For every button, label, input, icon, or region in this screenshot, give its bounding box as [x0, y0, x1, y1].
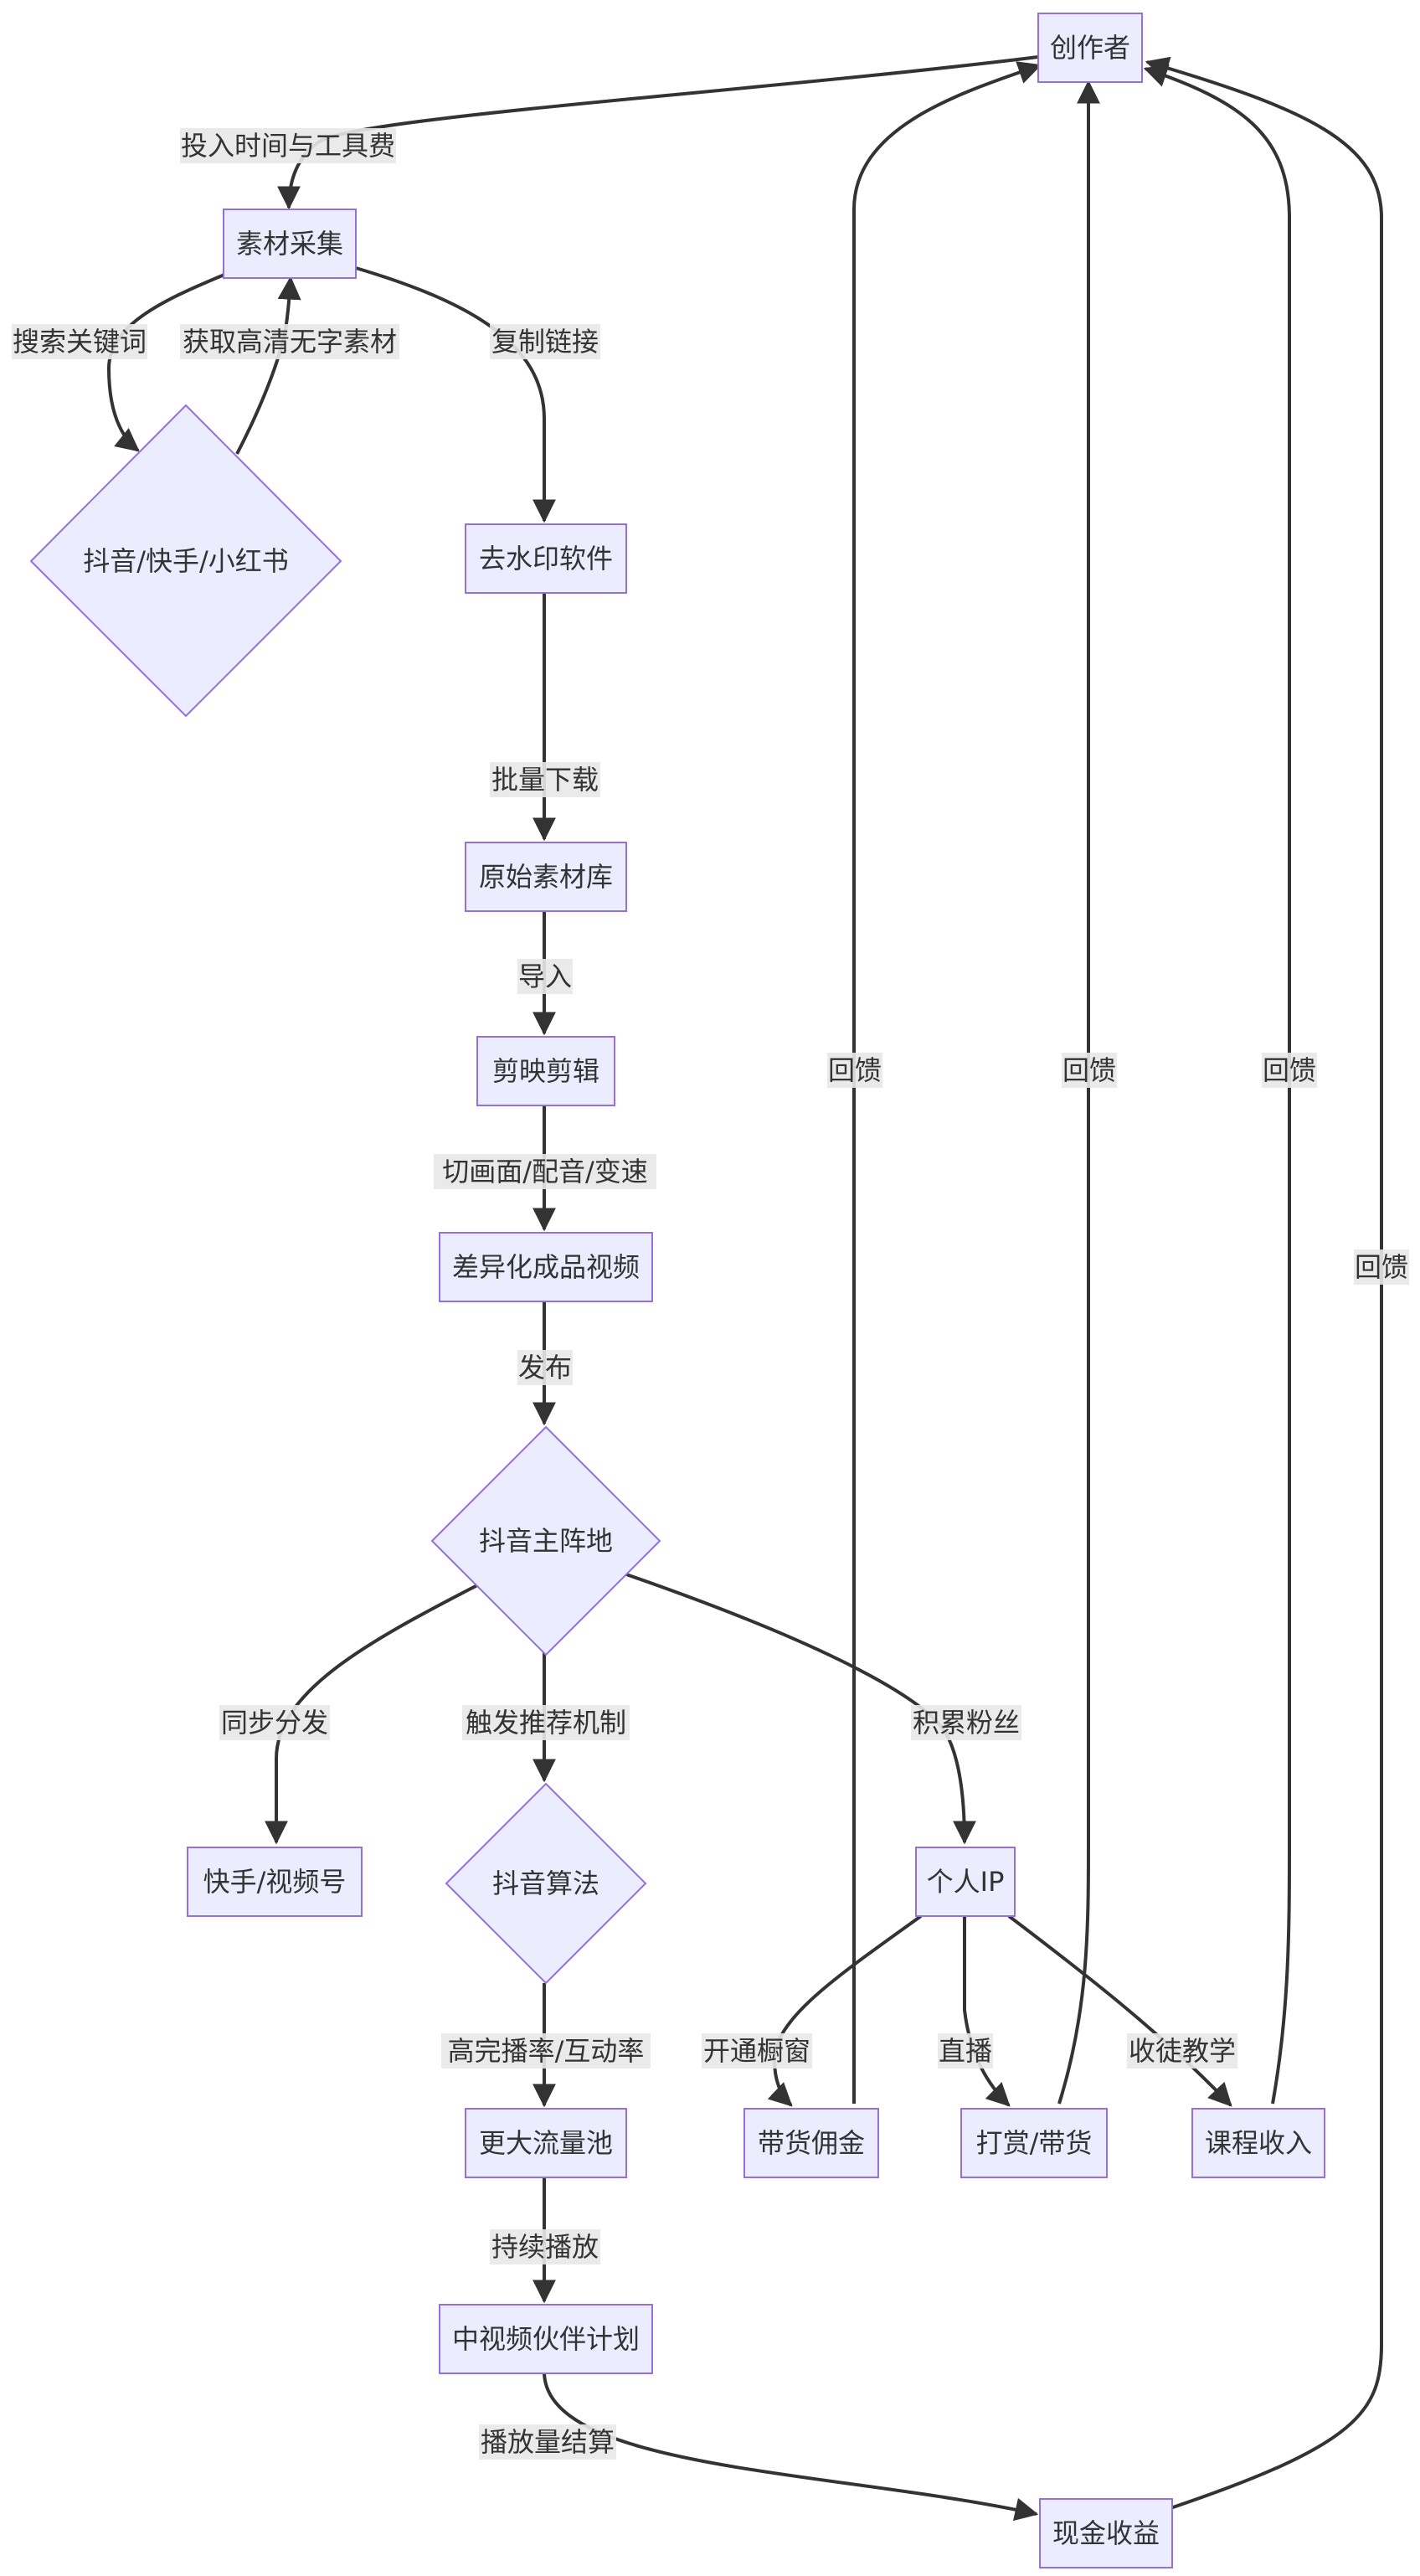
svg-text:搜索关键词: 搜索关键词 [13, 326, 147, 358]
edge-creator-collect [277, 55, 1039, 210]
label-feedback-2: 回馈 [1062, 1053, 1117, 1088]
label-import: 导入 [517, 959, 573, 994]
node-watermark-label: 去水印软件 [479, 543, 613, 574]
node-commission-label: 带货佣金 [758, 2127, 865, 2159]
svg-text:高完播率/互动率: 高完播率/互动率 [448, 2035, 645, 2067]
label-batch-download: 批量下载 [490, 762, 600, 797]
edge-douyin-kuaishou [265, 1584, 478, 1845]
node-kuaishou-wechat[interactable]: 快手/视频号 [187, 1847, 363, 1917]
node-personal-ip-label: 个人IP [927, 1866, 1005, 1898]
edge-ip-tips [963, 1916, 1011, 2107]
edge-partner-cash [543, 2371, 1039, 2522]
label-high-rate: 高完播率/互动率 [441, 2033, 651, 2069]
svg-text:批量下载: 批量下载 [491, 764, 599, 796]
svg-text:同步分发: 同步分发 [221, 1707, 328, 1739]
label-publish: 发布 [517, 1350, 573, 1385]
edge-tips-creator [1057, 80, 1100, 2105]
svg-text:收徒教学: 收徒教学 [1129, 2035, 1236, 2067]
svg-text:回馈: 回馈 [1062, 1054, 1116, 1086]
label-feedback-4: 回馈 [1354, 1249, 1409, 1285]
node-bigger-pool-label: 更大流量池 [479, 2127, 613, 2159]
label-edit-ops: 切画面/配音/变速 [434, 1154, 656, 1189]
svg-text:回馈: 回馈 [1355, 1251, 1408, 1283]
node-bigger-pool[interactable]: 更大流量池 [465, 2108, 627, 2178]
label-showcase: 开通橱窗 [702, 2033, 812, 2069]
label-feedback-1: 回馈 [827, 1053, 882, 1088]
node-tips-label: 打赏/带货 [976, 2127, 1093, 2159]
label-copy-link: 复制链接 [490, 324, 600, 359]
node-commission[interactable]: 带货佣金 [743, 2108, 879, 2178]
nodes: 创作者 素材采集 抖音/快手/小红书 去水印软件 原始素材库 剪映剪辑 差异化成… [29, 13, 1325, 2568]
edge-collect-watermark [355, 266, 556, 523]
svg-text:回馈: 回馈 [828, 1054, 882, 1086]
node-course[interactable]: 课程收入 [1191, 2108, 1325, 2178]
edge-commission-creator [851, 61, 1042, 2104]
svg-text:开通橱窗: 开通橱窗 [703, 2035, 810, 2067]
node-partner-plan-label: 中视频伙伴计划 [452, 2323, 640, 2355]
label-invest: 投入时间与工具费 [180, 128, 396, 163]
svg-text:触发推荐机制: 触发推荐机制 [466, 1707, 626, 1739]
edge-ip-commission [767, 1914, 923, 2107]
node-partner-plan[interactable]: 中视频伙伴计划 [439, 2304, 653, 2374]
node-cash-label: 现金收益 [1052, 2517, 1160, 2549]
svg-text:切画面/配音/变速: 切画面/配音/变速 [442, 1156, 648, 1188]
edge-course-creator [1143, 64, 1291, 2105]
node-capcut-label: 剪映剪辑 [492, 1055, 599, 1087]
node-watermark[interactable]: 去水印软件 [465, 523, 627, 594]
svg-text:持续播放: 持续播放 [491, 2231, 599, 2263]
node-final-video[interactable]: 差异化成品视频 [439, 1232, 653, 1302]
edge-platforms-collect [235, 276, 301, 455]
node-cash[interactable]: 现金收益 [1039, 2498, 1173, 2568]
label-feedback-3: 回馈 [1262, 1053, 1317, 1088]
svg-text:获取高清无字素材: 获取高清无字素材 [183, 326, 397, 358]
node-kuaishou-wechat-label: 快手/视频号 [203, 1866, 347, 1898]
node-creator-label: 创作者 [1050, 32, 1130, 64]
node-raw-library-label: 原始素材库 [479, 861, 613, 893]
svg-text:发布: 发布 [518, 1352, 572, 1383]
label-keep-play: 持续播放 [490, 2229, 600, 2264]
edge-collect-platforms [106, 273, 225, 452]
svg-text:积累粉丝: 积累粉丝 [913, 1707, 1020, 1739]
edge-labels: 投入时间与工具费 搜索关键词 获取高清无字素材 复制链接 批量下载 导入 切画面… [12, 128, 1409, 2460]
label-sync: 同步分发 [219, 1705, 330, 1740]
node-raw-library[interactable]: 原始素材库 [465, 842, 627, 912]
node-course-label: 课程收入 [1205, 2127, 1312, 2159]
svg-text:投入时间与工具费: 投入时间与工具费 [181, 130, 395, 162]
svg-text:直播: 直播 [939, 2035, 992, 2067]
node-douyin-algo-label: 抖音算法 [492, 1868, 599, 1899]
svg-text:播放量结算: 播放量结算 [481, 2426, 615, 2458]
node-platforms-label: 抖音/快手/小红书 [83, 545, 289, 577]
label-fans: 积累粉丝 [911, 1705, 1021, 1740]
node-collect[interactable]: 素材采集 [223, 209, 357, 279]
svg-text:导入: 导入 [518, 961, 572, 992]
node-tips[interactable]: 打赏/带货 [960, 2108, 1108, 2178]
node-personal-ip[interactable]: 个人IP [915, 1847, 1016, 1917]
node-douyin-main[interactable]: 抖音主阵地 [430, 1425, 661, 1656]
label-trigger: 触发推荐机制 [462, 1705, 630, 1740]
label-get-material: 获取高清无字素材 [180, 324, 399, 359]
node-platforms[interactable]: 抖音/快手/小红书 [29, 404, 342, 718]
label-teach: 收徒教学 [1127, 2033, 1237, 2069]
edge-ip-course [1007, 1914, 1232, 2107]
node-capcut[interactable]: 剪映剪辑 [476, 1036, 615, 1106]
label-search: 搜索关键词 [12, 324, 147, 359]
label-settle: 播放量结算 [479, 2424, 616, 2460]
node-creator[interactable]: 创作者 [1037, 13, 1143, 83]
node-douyin-main-label: 抖音主阵地 [479, 1525, 613, 1557]
svg-text:复制链接: 复制链接 [491, 326, 599, 358]
node-douyin-algo[interactable]: 抖音算法 [445, 1782, 647, 1985]
label-live: 直播 [938, 2033, 993, 2069]
svg-text:回馈: 回馈 [1263, 1054, 1316, 1086]
node-collect-label: 素材采集 [236, 228, 343, 260]
node-final-video-label: 差异化成品视频 [452, 1251, 640, 1283]
